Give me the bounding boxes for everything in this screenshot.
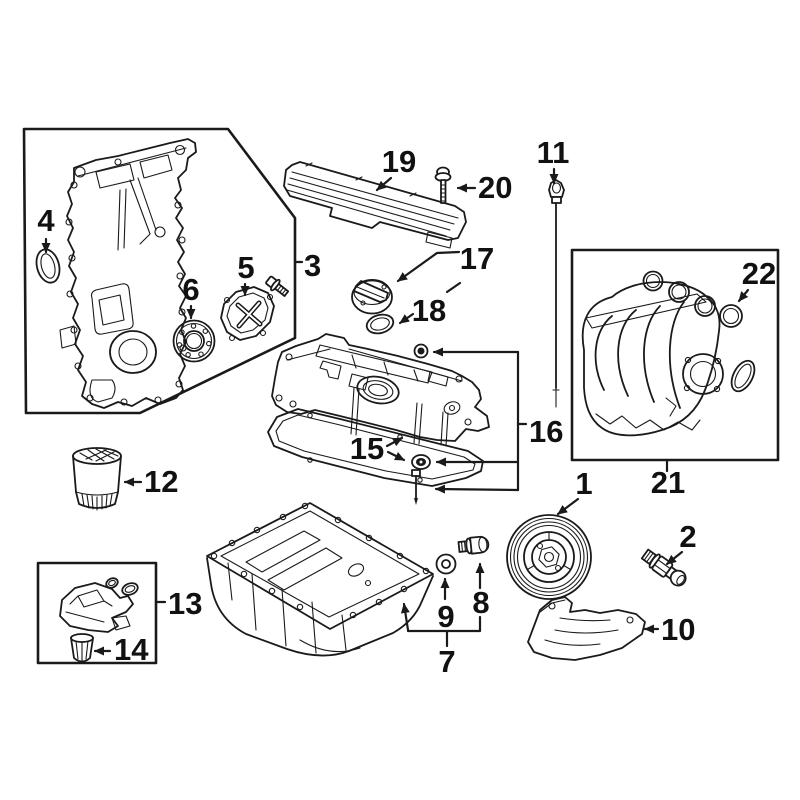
callout-6-label: 6 (182, 272, 199, 307)
drain-washer-drawing (435, 553, 457, 575)
crank-pulley-drawing (506, 514, 592, 600)
valve-cover-drawing (271, 333, 490, 447)
callout-1-label: 1 (575, 466, 592, 501)
dipstick-drawing (548, 179, 565, 408)
callout-21-label: 21 (651, 465, 685, 500)
callout-lines (41, 167, 750, 656)
timing-chain-cover-drawing (59, 138, 197, 409)
callout-16-label: 16 (529, 414, 563, 449)
valve-cover-grommet-drawing (413, 343, 429, 359)
oil-filler-cap-drawing (351, 278, 393, 315)
callout-8-label: 8 (472, 585, 489, 620)
intake-manifold-box (570, 248, 780, 462)
callout-20-label: 20 (478, 170, 512, 205)
filler-cap-gasket-drawing (365, 313, 395, 335)
spark-plug-tube-seal-drawing (411, 454, 431, 470)
callout-18-label: 18 (412, 293, 446, 328)
filter-element-drawing (70, 633, 94, 663)
filter-housing-drawing (59, 577, 139, 633)
callout-12-label: 12 (144, 464, 178, 499)
callout-5-label: 5 (237, 250, 254, 285)
callout-14-label: 14 (114, 632, 149, 667)
splash-shield-drawing (527, 596, 646, 661)
intake-manifold-drawing (581, 281, 724, 437)
callout-13-label: 13 (168, 586, 202, 621)
callout-4-label: 4 (37, 203, 55, 238)
oil-pan-drawing (206, 502, 434, 657)
valve-cover-gasket-drawing (267, 408, 484, 487)
chain-case-cover-plate-drawing (220, 286, 275, 342)
oil-filter-drawing (72, 447, 122, 511)
callout-labels: 1 2 3 4 5 6 7 8 9 10 11 12 13 14 15 16 1… (37, 135, 776, 679)
chain-case-oil-seal-drawing (172, 319, 216, 363)
callout-2-label: 2 (679, 519, 696, 554)
engine-appearance-cover-drawing (283, 161, 467, 249)
timing-cover-box (22, 127, 297, 415)
throttle-body-seal-drawing (730, 359, 756, 393)
valve-cover-stud-bolt-drawing (411, 469, 421, 505)
callout-9-label: 9 (437, 599, 454, 634)
callout-7-label: 7 (438, 644, 455, 679)
filter-housing-box (36, 561, 158, 665)
callout-11-label: 11 (537, 135, 570, 170)
callout-15-label: 15 (350, 431, 384, 466)
intake-o-rings-drawing (642, 270, 743, 328)
cover-plate-bolt-drawing (265, 275, 290, 297)
callout-19-label: 19 (382, 144, 416, 179)
callout-10-label: 10 (661, 612, 695, 647)
drain-bolt-drawing (457, 535, 490, 555)
callout-22-label: 22 (742, 256, 776, 291)
callout-3-label: 3 (304, 248, 321, 283)
callout-17-label: 17 (460, 241, 494, 276)
timing-cover-gasket-drawing (35, 248, 61, 284)
cover-bolt-drawing (434, 166, 452, 204)
